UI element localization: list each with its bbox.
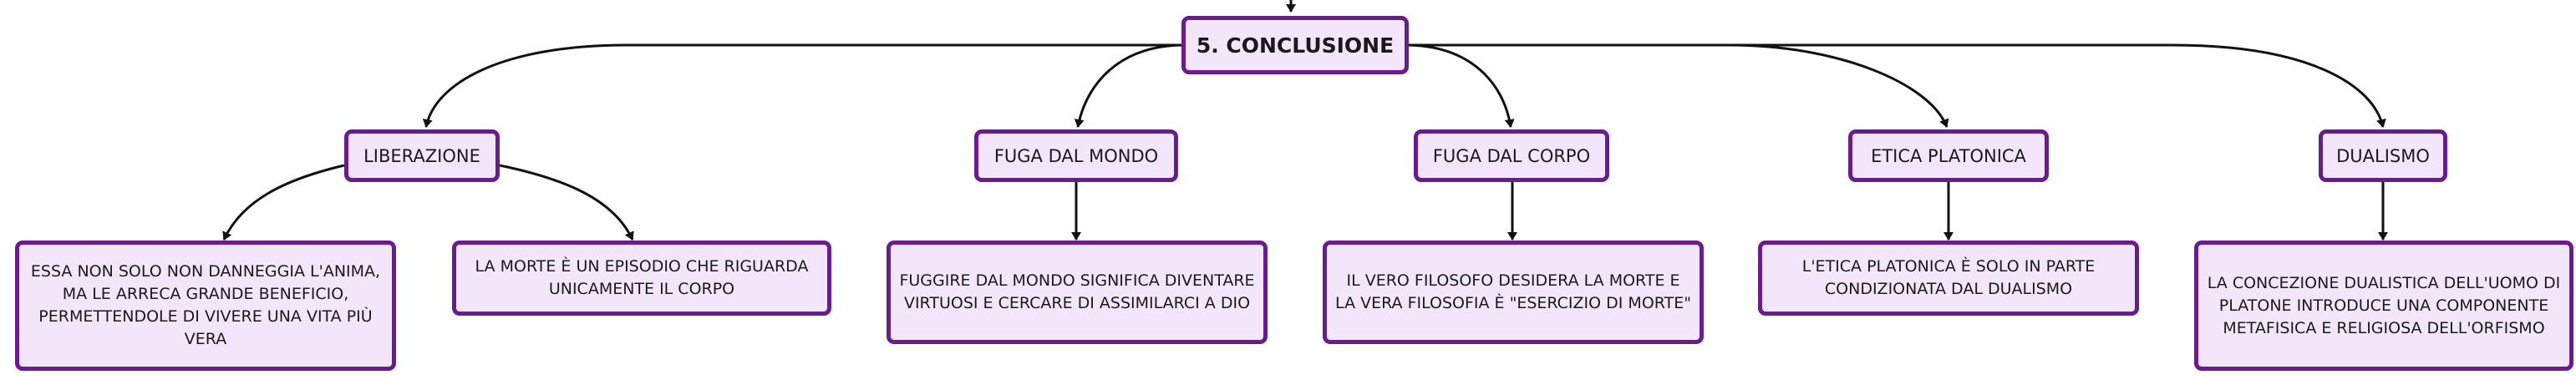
connector-root-etica-platonica	[1405, 43, 1949, 128]
detail-text: IL VERO FILOSOFO DESIDERA LA MORTE E LA …	[1335, 271, 1691, 312]
detail-node-fuga-dal-mondo[interactable]: FUGGIRE DAL MONDO SIGNIFICA DIVENTARE VI…	[887, 241, 1268, 344]
topic-node-fuga-dal-corpo[interactable]: FUGA DAL CORPO	[1414, 129, 1609, 182]
detail-node-liberazione-anima[interactable]: ESSA NON SOLO NON DANNEGGIA L'ANIMA, MA …	[15, 241, 396, 371]
detail-node-fuga-dal-corpo[interactable]: IL VERO FILOSOFO DESIDERA LA MORTE E LA …	[1323, 241, 1704, 344]
connector-root-fuga-dal-mondo	[1074, 43, 1186, 128]
connector-liberazione-detail-1	[222, 164, 345, 241]
connector-root-fuga-dal-corpo	[1405, 43, 1515, 128]
detail-node-liberazione-morte[interactable]: LA MORTE È UN EPISODIO CHE RIGUARDA UNIC…	[452, 241, 831, 316]
root-node-conclusione[interactable]: 5. CONCLUSIONE	[1181, 16, 1409, 74]
topic-label: FUGA DAL CORPO	[1432, 145, 1591, 166]
topic-label: ETICA PLATONICA	[1871, 145, 2026, 166]
connector-liberazione-detail-2	[499, 164, 634, 241]
topic-node-etica-platonica[interactable]: ETICA PLATONICA	[1848, 129, 2049, 182]
root-label: 5. CONCLUSIONE	[1196, 33, 1395, 58]
detail-text: ESSA NON SOLO NON DANNEGGIA L'ANIMA, MA …	[30, 262, 381, 348]
topic-node-dualismo[interactable]: DUALISMO	[2319, 129, 2447, 182]
detail-node-etica-platonica[interactable]: L'ETICA PLATONICA È SOLO IN PARTE CONDIZ…	[1758, 241, 2139, 316]
detail-node-dualismo[interactable]: LA CONCEZIONE DUALISTICA DELL'UOMO DI PL…	[2194, 241, 2573, 371]
detail-text: L'ETICA PLATONICA È SOLO IN PARTE CONDIZ…	[1801, 257, 2096, 298]
detail-text: LA MORTE È UN EPISODIO CHE RIGUARDA UNIC…	[475, 257, 809, 298]
topic-label: DUALISMO	[2336, 145, 2430, 166]
connector-root-dualismo	[1405, 43, 2386, 128]
detail-text: LA CONCEZIONE DUALISTICA DELL'UOMO DI PL…	[2207, 273, 2561, 337]
topic-node-liberazione[interactable]: LIBERAZIONE	[344, 129, 500, 182]
detail-text: FUGGIRE DAL MONDO SIGNIFICA DIVENTARE VI…	[899, 271, 1255, 312]
topic-label: LIBERAZIONE	[363, 145, 480, 166]
topic-label: FUGA DAL MONDO	[993, 145, 1159, 166]
topic-node-fuga-dal-mondo[interactable]: FUGA DAL MONDO	[974, 129, 1178, 182]
connector-root-liberazione	[422, 43, 1185, 128]
